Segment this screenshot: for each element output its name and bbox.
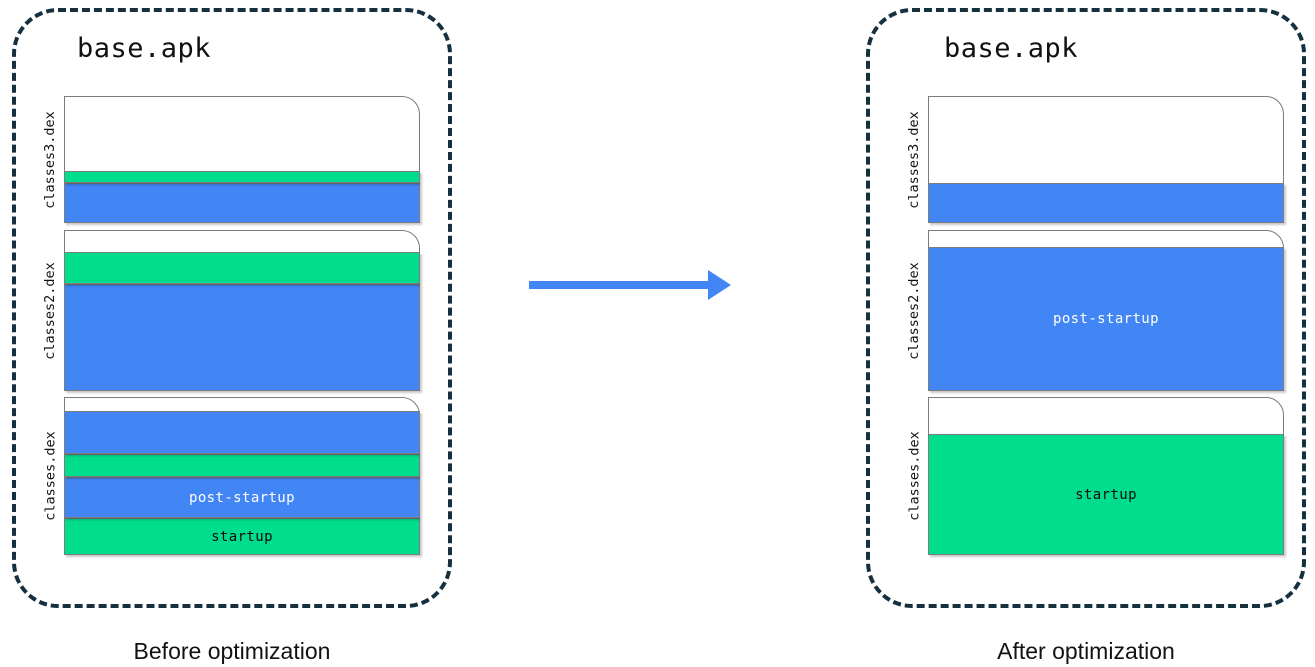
apk-title-before: base.apk — [77, 33, 212, 64]
dex-filename-label: classes.dex — [42, 431, 59, 521]
dex-block-before-2: startup post-startup — [64, 397, 420, 555]
dex-segment-post-startup: post-startup — [64, 477, 420, 518]
dex-segment-label: post-startup — [1053, 311, 1159, 327]
dex-segment-startup — [64, 454, 420, 477]
dex-filename-label: classes.dex — [906, 431, 923, 521]
dex-segment-post-startup — [64, 411, 420, 454]
dex-segment-label: startup — [211, 528, 273, 545]
dex-filename-label: classes3.dex — [905, 110, 922, 209]
caption-after: After optimization — [997, 638, 1175, 664]
caption-before: Before optimization — [133, 638, 331, 664]
dex-block-after-2: startup — [928, 397, 1284, 555]
apk-title-after: base.apk — [944, 33, 1079, 64]
apk-panel-before — [12, 8, 452, 608]
dex-filename-label: classes2.dex — [905, 261, 922, 360]
dex-filename-label: classes3.dex — [41, 110, 58, 209]
dex-block-before-0 — [64, 96, 420, 223]
dex-filename-label: classes2.dex — [41, 261, 58, 360]
dex-segment-startup — [64, 171, 420, 183]
dex-block-before-1 — [64, 230, 420, 391]
dex-block-after-1: post-startup — [928, 230, 1284, 391]
dex-segment-startup — [64, 252, 420, 284]
dex-block-after-0 — [928, 96, 1284, 223]
dex-segment-label: startup — [1075, 486, 1137, 503]
dex-segment-label: post-startup — [189, 489, 295, 506]
dex-segment-startup: startup — [928, 434, 1284, 555]
apk-panel-after — [866, 8, 1306, 608]
dex-segment-post-startup — [928, 183, 1284, 223]
dex-segment-startup: startup — [64, 518, 420, 555]
transition-arrow — [520, 262, 740, 308]
dex-segment-post-startup — [64, 183, 420, 223]
dex-segment-post-startup — [64, 284, 420, 391]
dex-segment-post-startup: post-startup — [928, 247, 1284, 391]
right-arrow-icon — [529, 270, 731, 300]
